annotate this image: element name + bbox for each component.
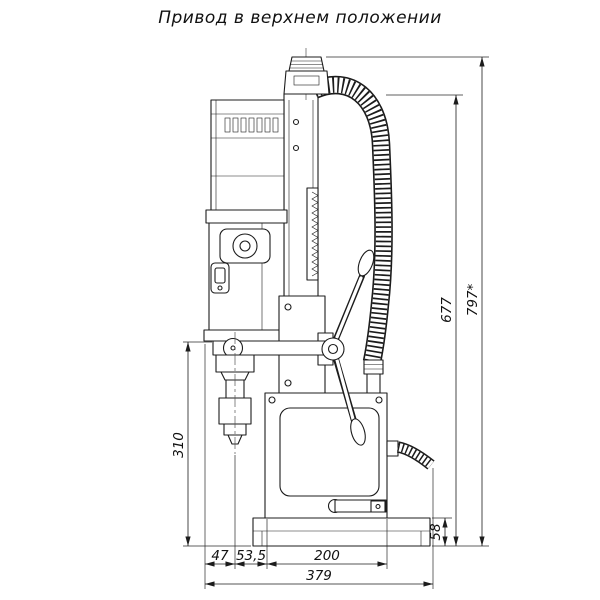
dimensions: 677 797* 310 58 47 53,5 200 379: [171, 56, 489, 589]
drawing-title: Привод в верхнем положении: [158, 8, 442, 28]
magnet-lever: [327, 498, 387, 514]
cable-gland: [386, 440, 399, 457]
dim-text-379: 379: [306, 568, 332, 584]
handle-knob-upper: [357, 249, 375, 277]
dim-text-47: 47: [211, 548, 229, 564]
magnet-base: [264, 392, 388, 519]
top-cap: [283, 56, 330, 95]
dim-text-58: 58: [428, 523, 444, 540]
dim-text-200: 200: [314, 548, 340, 564]
dim-text-53-5: 53,5: [236, 548, 266, 564]
dim-text-310: 310: [171, 432, 187, 458]
cap-neck: [283, 70, 330, 95]
motor-vent-slots: [224, 117, 279, 133]
gearbox-cap: [232, 233, 258, 259]
motor-bottom-flange: [203, 329, 289, 342]
motor: [203, 99, 289, 342]
motor-flange: [205, 209, 288, 224]
dim-text-797: 797*: [465, 283, 481, 316]
dim-text-677: 677: [439, 297, 455, 323]
base-plate: [252, 517, 431, 547]
handle-hub: [321, 337, 345, 361]
magnet-panel: [279, 407, 380, 497]
spindle-assembly: [212, 332, 326, 454]
hose-fitting: [363, 359, 384, 394]
switch-slider: [214, 267, 226, 284]
flexible-conduit: [310, 75, 393, 364]
cap-dome: [288, 56, 325, 72]
handle-knob-lower: [350, 418, 366, 446]
feed-handle: [321, 249, 375, 446]
power-cable: [386, 440, 435, 470]
